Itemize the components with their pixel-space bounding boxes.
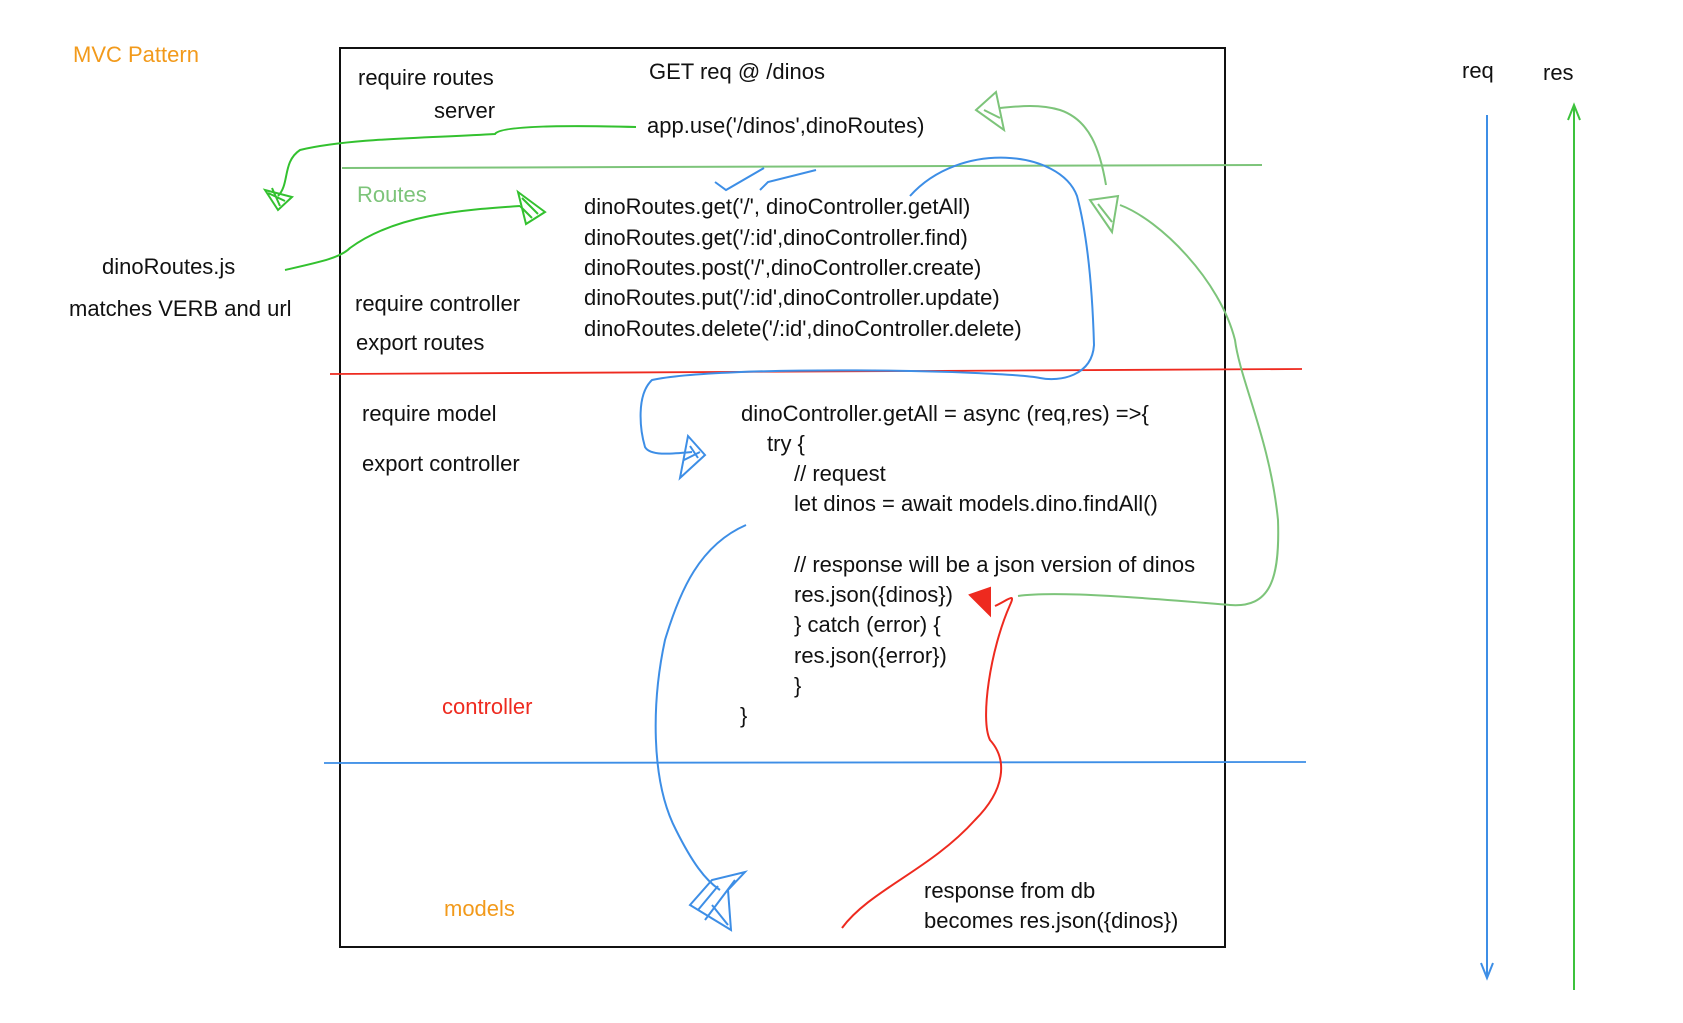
route-line: dinoRoutes.delete('/:id',dinoController.… xyxy=(584,316,1022,341)
controller-code-line: } xyxy=(794,673,802,698)
export-routes-label: export routes xyxy=(356,330,485,355)
routes-to-server-arrowhead xyxy=(974,90,1006,133)
route-line: dinoRoutes.get('/:id',dinoController.fin… xyxy=(584,225,968,250)
routes-to-controller-arrowhead xyxy=(678,433,707,481)
require-routes-label: require routes xyxy=(358,65,494,90)
routes-file-label: dinoRoutes.js xyxy=(102,254,236,279)
routes-controller-divider xyxy=(329,368,1303,375)
require-controller-label: require controller xyxy=(355,291,521,316)
response-return-arrowhead xyxy=(1088,194,1120,235)
res-legend-label: res xyxy=(1543,60,1574,85)
controller-code-line: try { xyxy=(767,431,805,456)
controller-code-line: } catch (error) { xyxy=(794,612,941,637)
app-use-code: app.use('/dinos',dinoRoutes) xyxy=(647,113,925,138)
controller-code-line: dinoController.getAll = async (req,res) … xyxy=(741,401,1149,426)
routes-file-arrowhead xyxy=(516,189,547,226)
response-return-arrow xyxy=(1017,204,1280,607)
controller-code-line: res.json({error}) xyxy=(794,643,947,668)
blue-checkmark xyxy=(759,169,817,191)
routes-file-arrow xyxy=(284,205,521,271)
server-label: server xyxy=(434,98,496,123)
app-use-to-routes-arrowhead xyxy=(262,187,295,212)
controller-models-divider xyxy=(323,761,1307,764)
routes-to-server-arrow xyxy=(999,105,1107,186)
controller-to-models-arrowhead xyxy=(688,870,749,932)
mvc-layers-box xyxy=(339,47,1226,948)
db-response-arrow xyxy=(841,597,1014,929)
routes-to-controller-arrow xyxy=(639,156,1096,455)
export-controller-label: export controller xyxy=(362,451,520,476)
controller-code-line: } xyxy=(740,703,748,728)
db-response-note-line2: becomes res.json({dinos}) xyxy=(924,908,1179,933)
blue-checkmark xyxy=(714,167,765,192)
req-legend-arrowhead xyxy=(1480,962,1494,981)
res-legend-arrowhead xyxy=(1567,102,1581,121)
routes-section-label: Routes xyxy=(357,182,427,207)
models-section-label: models xyxy=(444,896,515,921)
request-label: GET req @ /dinos xyxy=(649,59,825,84)
controller-code-line: let dinos = await models.dino.findAll() xyxy=(794,491,1158,516)
diagram-title: MVC Pattern xyxy=(73,42,199,67)
require-model-label: require model xyxy=(362,401,497,426)
req-legend-label: req xyxy=(1462,58,1494,83)
route-line: dinoRoutes.put('/:id',dinoController.upd… xyxy=(584,285,1000,310)
route-line: dinoRoutes.get('/', dinoController.getAl… xyxy=(584,194,971,219)
controller-section-label: controller xyxy=(442,694,533,719)
server-routes-divider xyxy=(341,164,1263,169)
routes-matches-note: matches VERB and url xyxy=(69,296,292,321)
controller-code-line: // request xyxy=(794,461,886,486)
controller-to-models-arrow xyxy=(654,524,747,891)
route-line: dinoRoutes.post('/',dinoController.creat… xyxy=(584,255,982,280)
controller-code-line: // response will be a json version of di… xyxy=(794,552,1196,577)
db-response-note-line1: response from db xyxy=(924,878,1096,903)
db-response-arrowhead xyxy=(968,586,991,618)
controller-code-line: res.json({dinos}) xyxy=(794,582,953,607)
app-use-to-routes-arrow xyxy=(277,125,637,197)
